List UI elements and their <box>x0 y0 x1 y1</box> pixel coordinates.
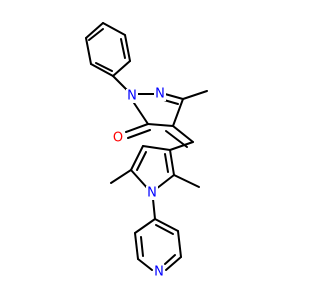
n-aryl-bond <box>152 198 156 220</box>
linker-bond <box>169 141 194 151</box>
pyridine-bond <box>134 218 156 234</box>
pyrazole-n2-atom: N <box>154 87 166 102</box>
bond-layer <box>85 22 208 271</box>
pyrrole-bond <box>130 145 144 171</box>
pyrrole-inner-bond <box>136 151 147 171</box>
carbonyl-bond <box>125 123 149 133</box>
pyrazole-bond <box>172 98 184 127</box>
carbonyl-bond <box>127 129 151 139</box>
pyrrole-bond <box>169 149 175 176</box>
phenyl-inner-bond <box>88 28 104 41</box>
phenyl-bond <box>85 22 104 39</box>
pyrazole-bond <box>164 93 184 100</box>
molecule-diagram: N N O N N <box>85 22 208 280</box>
pyrrole-bond <box>142 145 171 151</box>
methyl-bond <box>182 90 208 100</box>
pyridine-n-label: N <box>154 265 164 280</box>
phenyl-n-bond <box>112 75 129 92</box>
phenyl-bond <box>124 34 131 62</box>
pyrazole-bond <box>147 123 174 127</box>
pyrazole-n1-label: N <box>127 89 137 104</box>
carbonyl-o-atom: O <box>112 131 125 146</box>
phenyl-bond <box>102 22 126 36</box>
pyrrole-bond <box>155 174 175 190</box>
pyridine-inner-bond <box>164 254 176 265</box>
pyridine-bond <box>154 218 179 232</box>
pyrrole-n-atom: N <box>146 186 158 201</box>
alkene-bond <box>172 125 194 143</box>
pyridine-bond <box>177 230 182 258</box>
phenyl-bond <box>90 63 114 77</box>
pyrazole-n2-label: N <box>155 87 165 102</box>
pyridine-inner-bond <box>140 236 144 257</box>
pyrrole-inner-bond <box>164 153 169 173</box>
phenyl-bond <box>85 37 92 65</box>
phenyl-inner-bond <box>120 38 126 59</box>
pyridine-n-atom: N <box>153 265 165 280</box>
pyrazole-inner-bond <box>163 99 179 105</box>
pyridine-bond <box>165 256 182 271</box>
pyridine-inner-bond <box>155 224 174 235</box>
pyridine-bond <box>134 232 139 260</box>
pyridine-bond <box>137 258 153 271</box>
pyrrole-n-label: N <box>147 186 157 201</box>
methyl-bond <box>110 169 132 184</box>
atom-label-layer: N N O N N <box>112 87 166 280</box>
pyrazole-bond <box>133 102 149 125</box>
phenyl-bond <box>112 60 131 77</box>
methyl-bond <box>173 174 200 188</box>
pyrazole-n1-atom: N <box>126 89 138 104</box>
carbonyl-o-label: O <box>113 131 123 146</box>
phenyl-inner-bond <box>95 62 113 72</box>
